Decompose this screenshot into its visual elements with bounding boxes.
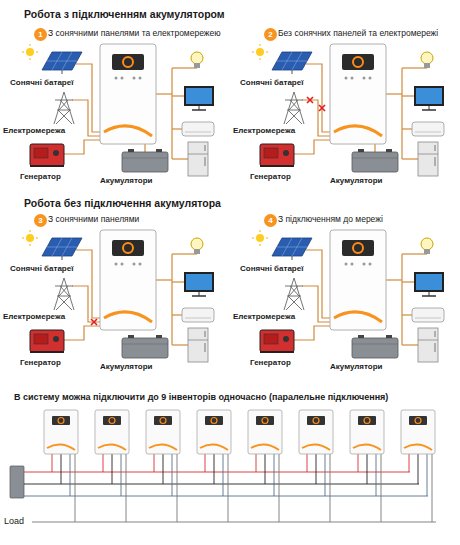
mode-caption: З підключенням до мережі <box>278 215 383 225</box>
component-label: Акумулятори <box>330 362 383 371</box>
component-label: Сонячні батареї <box>240 78 303 87</box>
component-label: Генератор <box>250 358 291 367</box>
step-number: 4 <box>268 217 272 225</box>
mode-panel <box>252 44 444 176</box>
component-label: Електромережа <box>233 312 295 321</box>
mode-caption: З сонячними панелями <box>48 215 139 225</box>
component-label: Електромережа <box>3 126 65 135</box>
step-number-circle: 3 <box>34 214 47 227</box>
load-label: Load <box>4 516 24 526</box>
cut-mark <box>91 319 97 325</box>
inverter-row <box>44 410 435 454</box>
mode-panel <box>252 230 444 362</box>
component-label: Сонячні батареї <box>10 264 73 273</box>
component-label: Генератор <box>20 172 61 181</box>
cut-mark <box>307 97 313 103</box>
step-number-circle: 1 <box>34 28 47 41</box>
component-label: Акумулятори <box>100 362 153 371</box>
parallel-wiring <box>10 454 436 522</box>
section-heading: В систему можна підключити до 9 інвентор… <box>14 392 388 402</box>
component-label: Акумулятори <box>330 176 383 185</box>
mode-panel <box>22 230 214 362</box>
cut-mark <box>319 105 325 111</box>
component-label: Електромережа <box>233 126 295 135</box>
component-label: Сонячні батареї <box>10 78 73 87</box>
step-number-circle: 2 <box>264 28 277 41</box>
mode-panel <box>22 44 214 176</box>
section-heading: Робота з підключенням акумулятором <box>24 8 225 20</box>
step-number-circle: 4 <box>264 214 277 227</box>
step-number: 1 <box>38 31 42 39</box>
component-label: Генератор <box>250 172 291 181</box>
mode-caption: З сонячними панелями та електромережею <box>48 29 221 39</box>
component-label: Генератор <box>20 358 61 367</box>
mode-caption: Без сонячних панелей та електромережі <box>278 29 438 39</box>
component-label: Електромережа <box>3 312 65 321</box>
section-heading: Робота без підключення акумулятора <box>24 197 221 209</box>
component-label: Акумулятори <box>100 176 153 185</box>
step-number: 2 <box>268 31 272 39</box>
component-label: Сонячні батареї <box>240 264 303 273</box>
step-number: 3 <box>38 217 42 225</box>
